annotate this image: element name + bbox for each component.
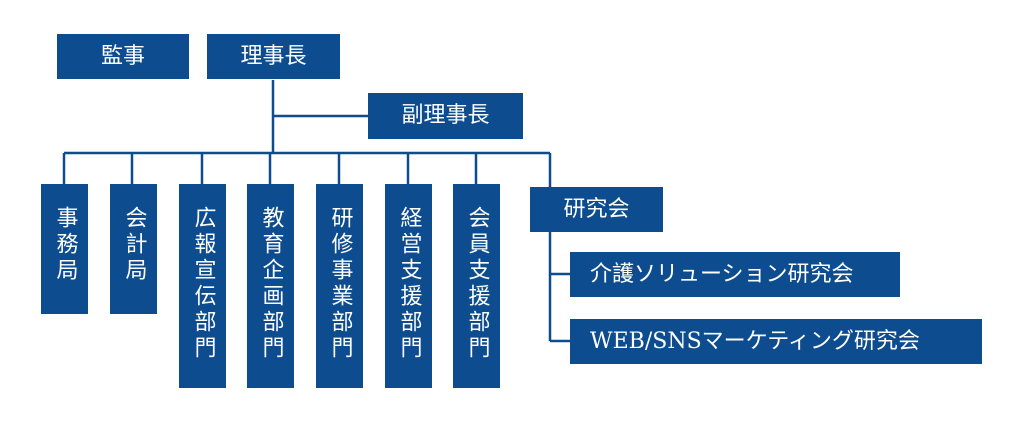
care-solution-research-label: 介護ソリューション研究会	[590, 261, 854, 287]
member-support-department-box: 会員支援部門	[453, 184, 500, 388]
accounting-label: 会計局	[121, 206, 147, 284]
research-group-label: 研究会	[563, 196, 630, 222]
vice-chairman-box: 副理事長	[368, 93, 523, 139]
vice-chairman-label: 副理事長	[401, 103, 490, 128]
web-sns-research-label: WEB/SNSマーケティング研究会	[590, 328, 920, 354]
training-department-label: 研修事業部門	[327, 206, 353, 362]
research-group-box: 研究会	[530, 187, 663, 232]
chairman-label: 理事長	[240, 43, 307, 69]
secretariat-label: 事務局	[52, 206, 78, 284]
management-support-department-box: 経営支援部門	[385, 184, 432, 388]
pr-department-label: 広報宣伝部門	[190, 206, 216, 362]
accounting-box: 会計局	[110, 184, 157, 314]
training-department-box: 研修事業部門	[316, 184, 363, 388]
secretariat-box: 事務局	[41, 184, 88, 314]
education-department-box: 教育企画部門	[247, 184, 294, 388]
auditor-label: 監事	[100, 43, 145, 69]
pr-department-box: 広報宣伝部門	[179, 184, 226, 388]
member-support-department-label: 会員支援部門	[464, 206, 490, 362]
care-solution-research-box: 介護ソリューション研究会	[570, 252, 900, 297]
web-sns-research-box: WEB/SNSマーケティング研究会	[570, 319, 982, 364]
chairman-box: 理事長	[207, 34, 340, 79]
education-department-label: 教育企画部門	[258, 206, 284, 362]
management-support-department-label: 経営支援部門	[396, 206, 422, 362]
auditor-box: 監事	[57, 34, 189, 79]
